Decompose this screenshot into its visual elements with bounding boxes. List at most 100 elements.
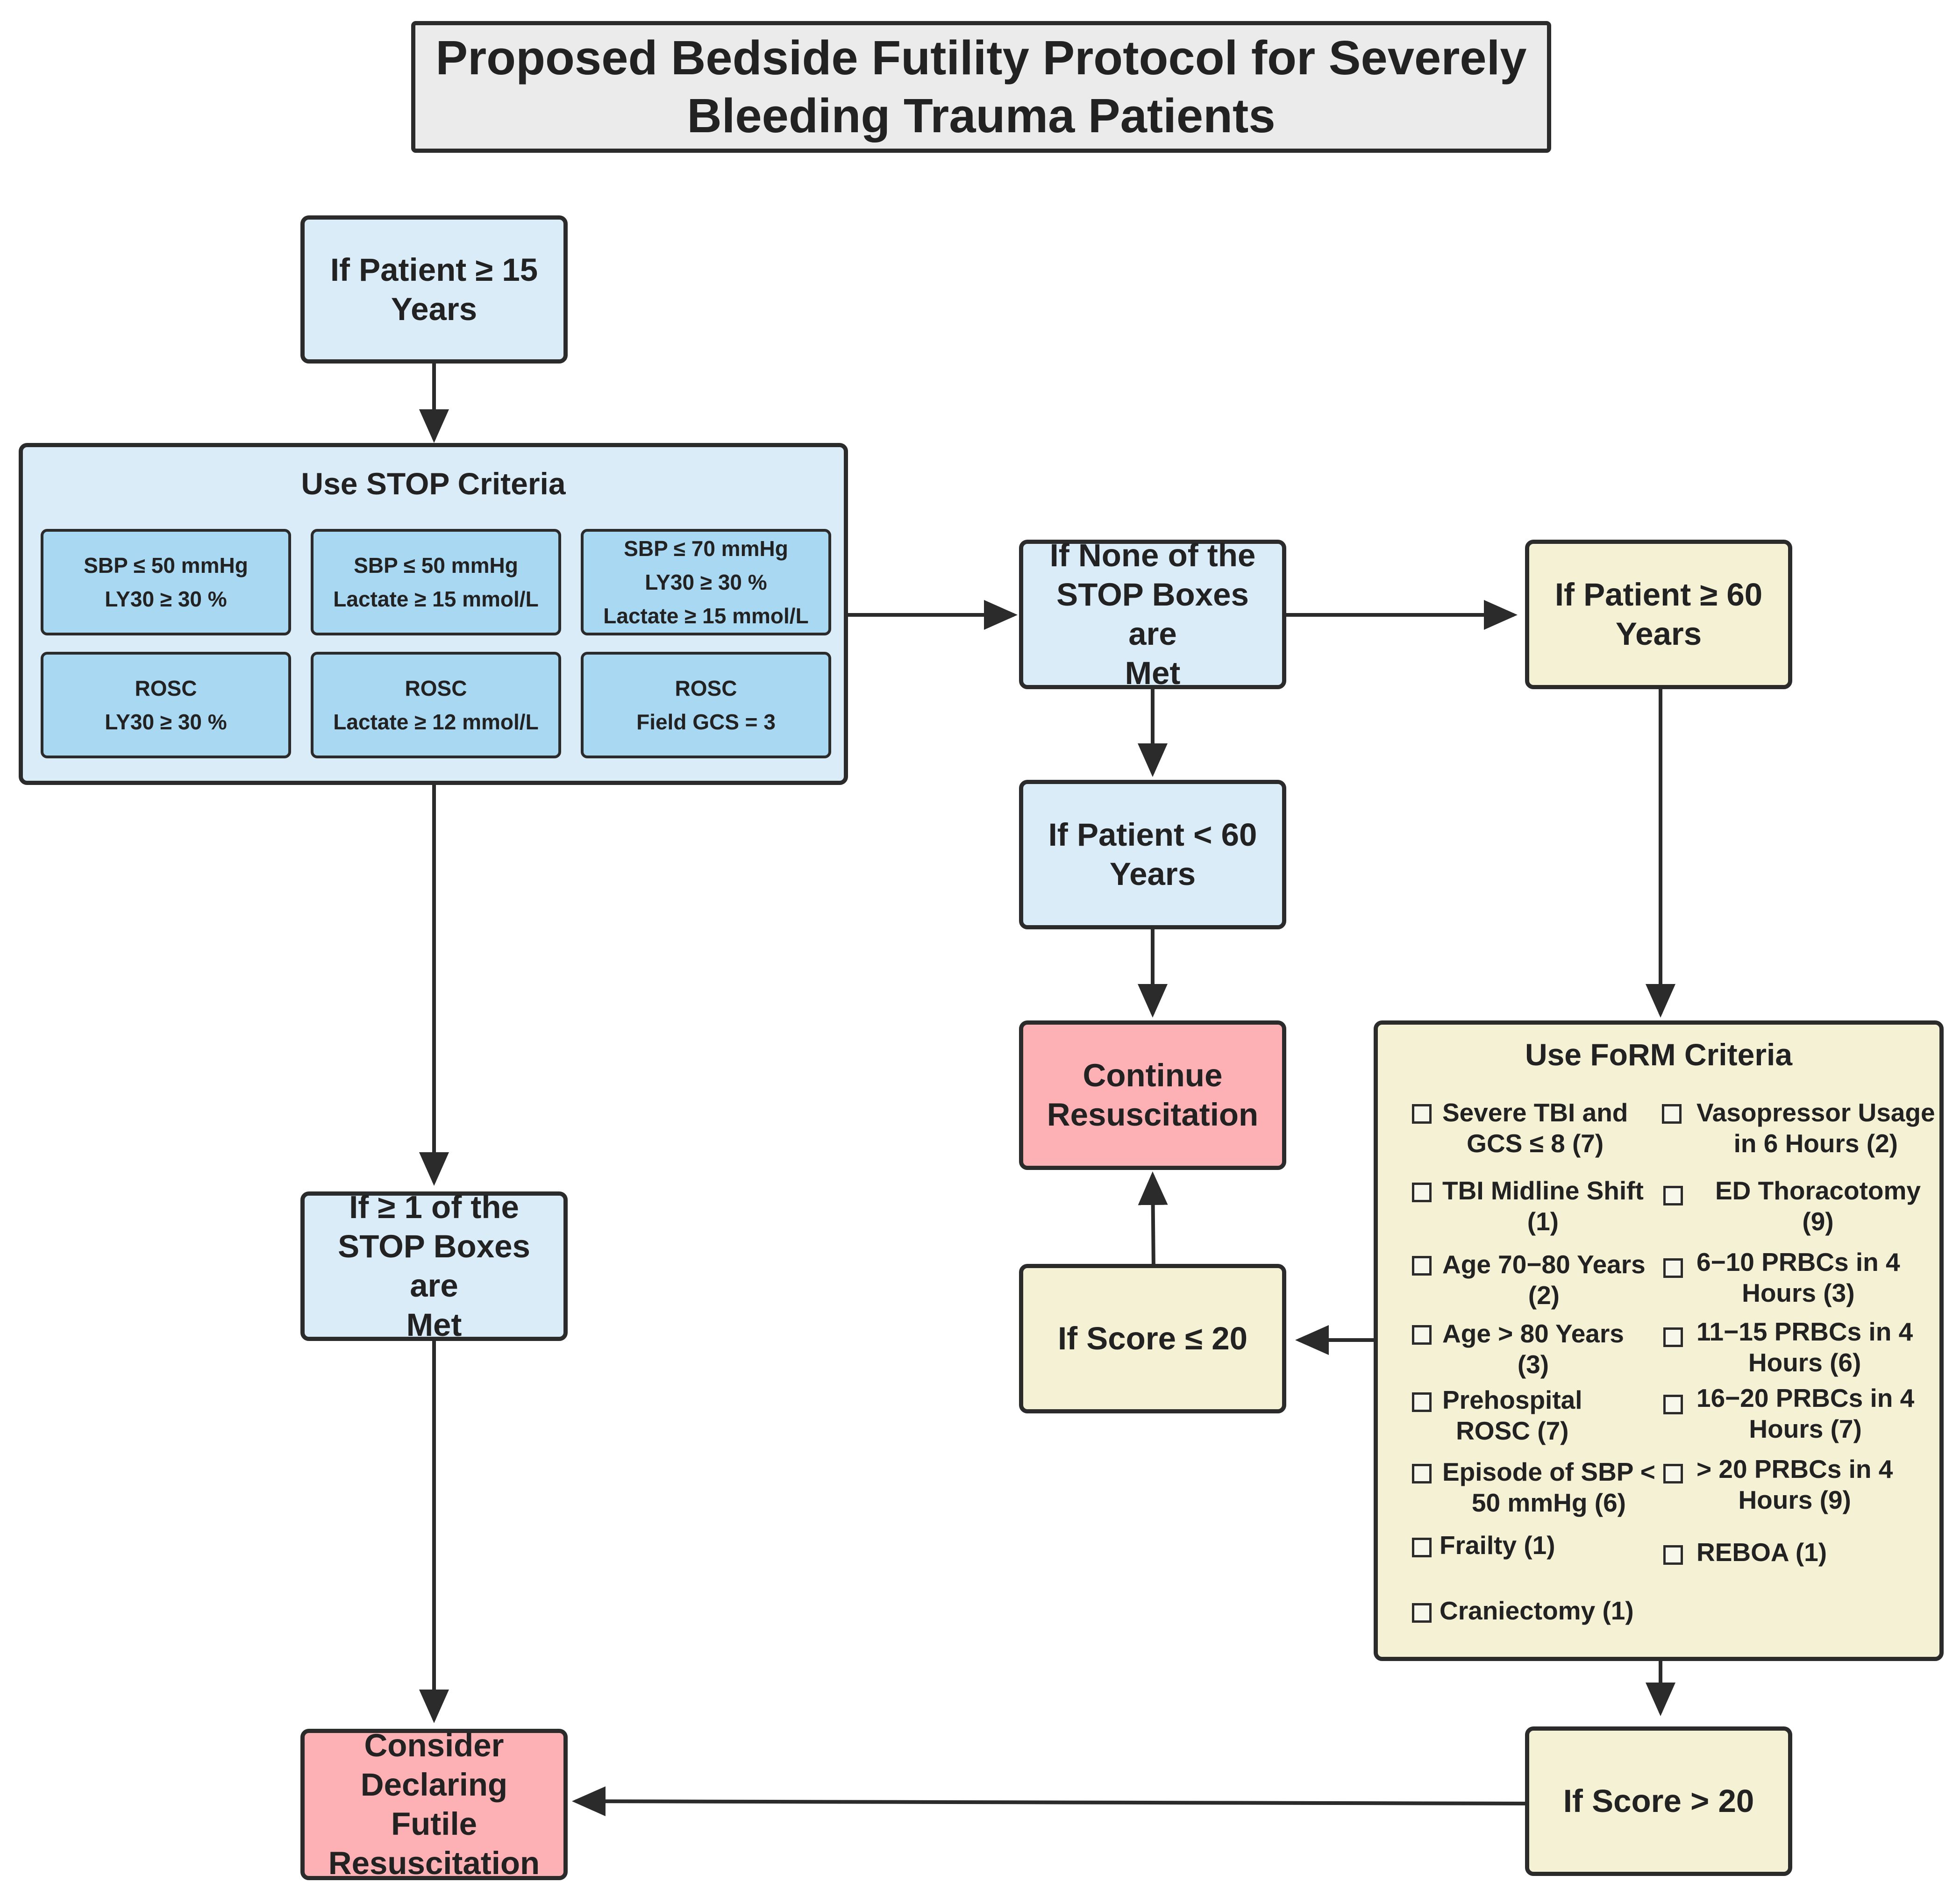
- node-text-line: If Score ≤ 20: [1057, 1320, 1248, 1356]
- criterion-line: Hours (7): [1749, 1414, 1862, 1443]
- criterion-line: Prehospital: [1442, 1385, 1582, 1414]
- form-criterion-frailty: Frailty (1): [1440, 1530, 1555, 1561]
- checkbox-icon[interactable]: [1663, 1464, 1683, 1483]
- checkbox-icon[interactable]: [1412, 1256, 1432, 1276]
- node-continue-resuscitation: Continue Resuscitation: [1019, 1020, 1286, 1170]
- stop-box-line: ROSC: [405, 676, 467, 700]
- stop-box-3: SBP ≤ 70 mmHg LY30 ≥ 30 % Lactate ≥ 15 m…: [581, 529, 831, 635]
- node-text-line: Met: [406, 1307, 462, 1343]
- criterion-line: Frailty (1): [1440, 1531, 1555, 1560]
- form-criterion-reboa: REBOA (1): [1696, 1537, 1827, 1568]
- title-line-2: Bleeding Trauma Patients: [687, 89, 1276, 143]
- checkbox-icon[interactable]: [1663, 1327, 1683, 1347]
- criterion-line: (2): [1528, 1281, 1560, 1310]
- criterion-line: 6−10 PRBCs in 4: [1696, 1248, 1900, 1276]
- arrow-score-gt20-to-futile: [572, 1786, 1525, 1817]
- node-text-line: Continue: [1083, 1057, 1223, 1093]
- stop-criteria-title: Use STOP Criteria: [301, 466, 566, 501]
- criterion-line: Hours (9): [1738, 1485, 1851, 1514]
- stop-box-line: Field GCS = 3: [636, 710, 776, 734]
- stop-box-line: Lactate ≥ 15 mmol/L: [333, 587, 539, 611]
- checkbox-icon[interactable]: [1663, 1258, 1683, 1278]
- criterion-line: 50 mmHg (6): [1471, 1488, 1626, 1517]
- stop-box-line: Lactate ≥ 12 mmol/L: [333, 710, 539, 734]
- form-criterion-vasopressor: Vasopressor Usage in 6 Hours (2): [1696, 1097, 1935, 1159]
- checkbox-icon[interactable]: [1412, 1392, 1432, 1412]
- form-criteria-title: Use FoRM Criteria: [1525, 1037, 1793, 1072]
- checkbox-icon[interactable]: [1412, 1603, 1432, 1623]
- form-criterion-prehospital-rosc: Prehospital ROSC (7): [1442, 1384, 1582, 1446]
- criterion-line: REBOA (1): [1696, 1538, 1827, 1567]
- stop-box-line: SBP ≤ 50 mmHg: [354, 553, 518, 578]
- checkbox-icon[interactable]: [1412, 1325, 1432, 1345]
- node-text-line: Met: [1125, 655, 1181, 691]
- node-text-line: If Patient < 60: [1048, 817, 1257, 853]
- stop-box-4: ROSC LY30 ≥ 30 %: [41, 652, 291, 758]
- stop-box-line: ROSC: [135, 676, 197, 700]
- node-text-line: Resuscitation: [328, 1845, 540, 1881]
- form-criterion-sbp-episode: Episode of SBP < 50 mmHg (6): [1442, 1456, 1655, 1518]
- node-text-line: If None of the: [1049, 537, 1256, 573]
- node-text-line: Declaring Futile: [360, 1767, 508, 1842]
- stop-box-line: ROSC: [675, 676, 737, 700]
- criterion-line: > 20 PRBCs in 4: [1696, 1455, 1893, 1483]
- stop-box-line: LY30 ≥ 30 %: [645, 570, 767, 594]
- form-criterion-midline-shift: TBI Midline Shift (1): [1442, 1175, 1644, 1237]
- title-line-1: Proposed Bedside Futility Protocol for S…: [435, 31, 1527, 85]
- arrow-score-le20-to-continue: [1138, 1171, 1168, 1269]
- page-title: Proposed Bedside Futility Protocol for S…: [411, 21, 1551, 153]
- criterion-line: Hours (3): [1742, 1278, 1855, 1307]
- node-text-line: STOP Boxes are: [338, 1228, 530, 1304]
- form-criteria-panel: Use FoRM Criteria Severe TBI and GCS ≤ 8…: [1374, 1020, 1944, 1661]
- criterion-line: (3): [1517, 1350, 1549, 1379]
- criterion-line: Age 70−80 Years: [1442, 1250, 1646, 1279]
- checkbox-icon[interactable]: [1412, 1104, 1432, 1124]
- node-text-line: Years: [1109, 856, 1196, 892]
- checkbox-icon[interactable]: [1663, 1395, 1683, 1414]
- stop-box-line: SBP ≤ 50 mmHg: [84, 553, 248, 578]
- criterion-line: (1): [1527, 1207, 1559, 1236]
- criterion-line: Age > 80 Years: [1442, 1319, 1624, 1348]
- node-consider-futile: Consider Declaring Futile Resuscitation: [300, 1727, 568, 1881]
- stop-box-6: ROSC Field GCS = 3: [581, 652, 831, 758]
- form-criterion-severe-tbi: Severe TBI and GCS ≤ 8 (7): [1442, 1097, 1628, 1159]
- criterion-line: Vasopressor Usage: [1696, 1098, 1935, 1127]
- node-text-line: If ≥ 1 of the: [349, 1189, 519, 1225]
- stop-criteria-panel: Use STOP Criteria SBP ≤ 50 mmHg LY30 ≥ 3…: [19, 443, 848, 785]
- stop-box-line: LY30 ≥ 30 %: [105, 710, 227, 734]
- node-text-line: STOP Boxes are: [1056, 577, 1249, 652]
- stop-box-line: Lactate ≥ 15 mmol/L: [603, 604, 809, 628]
- stop-box-5: ROSC Lactate ≥ 12 mmol/L: [311, 652, 561, 758]
- criterion-line: 16−20 PRBCs in 4: [1696, 1383, 1915, 1412]
- checkbox-icon[interactable]: [1412, 1464, 1432, 1483]
- node-patient-age-under-60: If Patient < 60 Years: [1019, 780, 1286, 929]
- node-text-line: If Patient ≥ 15: [330, 251, 538, 288]
- node-text-line: Consider: [364, 1727, 504, 1763]
- checkbox-icon[interactable]: [1412, 1183, 1432, 1202]
- form-criterion-prbc-6-10: 6−10 PRBCs in 4 Hours (3): [1696, 1247, 1900, 1308]
- criterion-line: GCS ≤ 8 (7): [1467, 1129, 1604, 1158]
- node-text-line: Years: [391, 291, 478, 327]
- checkbox-icon[interactable]: [1663, 1186, 1683, 1205]
- criterion-line: Craniectomy (1): [1440, 1596, 1634, 1625]
- node-patient-age-15: If Patient ≥ 15 Years: [300, 215, 568, 364]
- checkbox-icon[interactable]: [1662, 1104, 1682, 1124]
- stop-box-line: LY30 ≥ 30 %: [105, 587, 227, 611]
- criterion-line: ROSC (7): [1456, 1416, 1569, 1445]
- form-criterion-prbc-11-15: 11−15 PRBCs in 4 Hours (6): [1696, 1316, 1913, 1378]
- node-none-stop-met: If None of the STOP Boxes are Met: [1019, 537, 1286, 691]
- stop-box-1: SBP ≤ 50 mmHg LY30 ≥ 30 %: [41, 529, 291, 635]
- criterion-line: ED Thoracotomy (9): [1715, 1176, 1921, 1236]
- checkbox-icon[interactable]: [1663, 1545, 1683, 1565]
- criterion-line: Severe TBI and: [1442, 1098, 1628, 1127]
- stop-box-line: SBP ≤ 70 mmHg: [624, 536, 788, 561]
- criterion-line: 11−15 PRBCs in 4: [1696, 1317, 1913, 1346]
- criterion-line: Hours (6): [1748, 1348, 1861, 1377]
- criterion-line: Episode of SBP <: [1442, 1457, 1655, 1486]
- criterion-line: TBI Midline Shift: [1442, 1176, 1644, 1205]
- form-criterion-ed-thoracotomy: ED Thoracotomy (9): [1696, 1175, 1939, 1237]
- checkbox-icon[interactable]: [1412, 1538, 1432, 1557]
- node-stop-met: If ≥ 1 of the STOP Boxes are Met: [300, 1189, 568, 1343]
- node-text-line: If Score > 20: [1563, 1783, 1754, 1819]
- criterion-line: in 6 Hours (2): [1733, 1129, 1898, 1158]
